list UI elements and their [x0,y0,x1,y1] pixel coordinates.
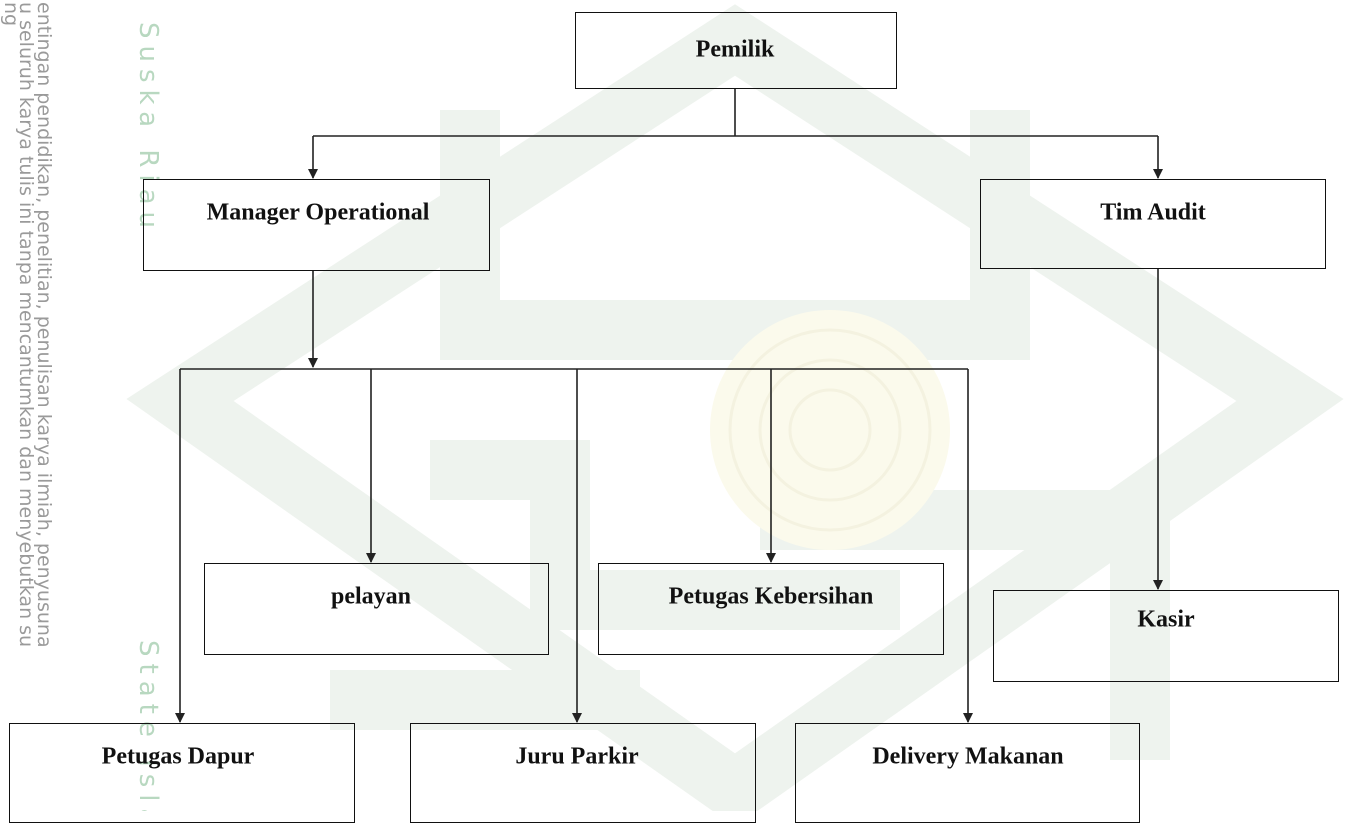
node-tim-audit [980,179,1326,269]
node-kasir-label: Kasir [1137,606,1195,633]
node-delivery-makanan-label: Delivery Makanan [872,743,1064,770]
watermark-line-1: ng [0,2,22,26]
node-petugas-kebersihan-label: Petugas Kebersihan [668,583,874,610]
watermark-line-2: u seluruh karya tulis ini tanpa mencantu… [15,2,37,647]
node-pemilik-label: Pemilik [695,36,775,63]
watermark-line-3: entingan pendidikan, penelitian, penulis… [33,2,55,648]
node-pelayan-label: pelayan [330,583,412,610]
node-tim-audit-label: Tim Audit [1100,199,1206,226]
node-manager-operational-label: Manager Operational [206,199,430,226]
node-juru-parkir-label: Juru Parkir [515,743,639,770]
node-pemilik [575,12,897,89]
node-petugas-dapur [9,723,355,823]
node-pelayan [204,563,549,655]
node-kasir [993,590,1339,682]
node-petugas-kebersihan [598,563,944,655]
node-manager-operational [143,179,490,271]
node-petugas-dapur-label: Petugas Dapur [101,743,255,770]
watermark-state-islamic: State Islam [133,640,163,811]
node-delivery-makanan [795,723,1140,823]
watermark-edge-text: ng u seluruh karya tulis ini tanpa menca… [0,2,163,811]
watermark-suska-riau: Suska Riau [133,22,163,235]
node-juru-parkir [410,723,756,823]
